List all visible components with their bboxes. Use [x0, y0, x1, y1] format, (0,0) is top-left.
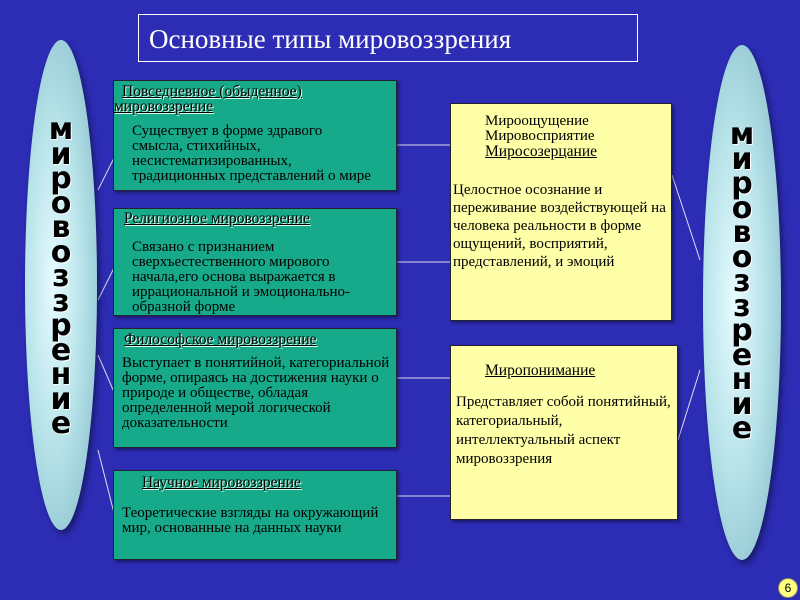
box-world-perception: Мироощущение Мировосприятие Миросозерцан…	[450, 103, 672, 321]
slide-title: Основные типы мировоззрения	[138, 14, 638, 62]
page-number: 6	[778, 578, 798, 598]
left-side-label: мировоззрение	[48, 112, 74, 441]
box-heading-line: Миросозерцание	[485, 143, 597, 160]
box-text: Существует в форме здравого смысла, стих…	[132, 123, 371, 184]
box-text: Выступает в понятийной, категориальной ф…	[122, 355, 390, 431]
box-philosophical-worldview: Философское мировоззрение Выступает в по…	[113, 328, 397, 448]
box-everyday-worldview: Повседневное (обыденное) мировоззрение С…	[113, 80, 397, 191]
box-heading: Научное мировоззрение	[142, 474, 301, 491]
box-heading-line: Мироощущение	[485, 113, 589, 129]
box-heading: Миропонимание	[485, 362, 596, 379]
box-world-understanding: Миропонимание Представляет собой понятий…	[450, 345, 678, 520]
box-heading-group: Мироощущение Мировосприятие Миросозерцан…	[485, 113, 597, 160]
box-text: Теоретические взгляды на окружающий мир,…	[122, 505, 379, 536]
connector-line	[677, 369, 701, 441]
right-side-label: мировоззрение	[729, 117, 755, 446]
box-heading: Повседневное (обыденное) мировоззрение	[114, 83, 302, 115]
right-side-pill: мировоззрение	[703, 45, 781, 560]
box-text: Представляет собой понятийный, категориа…	[456, 394, 671, 467]
connector-line	[97, 157, 115, 191]
box-religious-worldview: Религиозное мировоззрение Связано с приз…	[113, 208, 397, 316]
box-text: Связано с признанием сверхъестественного…	[132, 239, 350, 315]
connector-line	[671, 174, 701, 261]
connector-line	[97, 267, 115, 301]
left-side-pill: мировоззрение	[25, 40, 97, 530]
box-heading: Религиозное мировоззрение	[124, 210, 310, 227]
connector-line	[97, 449, 115, 514]
box-text: Целостное осознание и переживание воздей…	[453, 182, 666, 270]
box-scientific-worldview: Научное мировоззрение Теоретические взгл…	[113, 470, 397, 560]
box-heading: Философское мировоззрение	[124, 331, 317, 348]
connector-line	[97, 354, 115, 393]
box-heading-line: Мировосприятие	[485, 128, 595, 144]
